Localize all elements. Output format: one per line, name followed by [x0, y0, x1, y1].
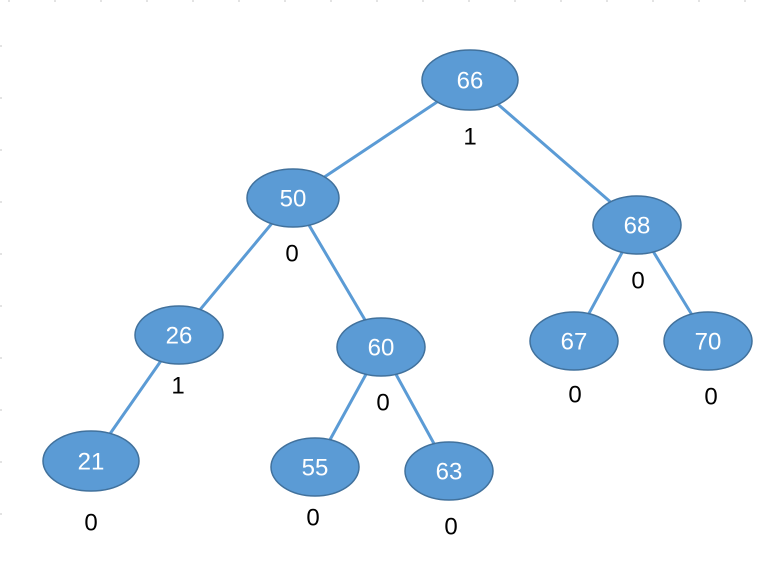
edge-66-50	[323, 100, 439, 179]
top-edge-mark	[192, 0, 194, 2]
top-edge-mark	[514, 0, 516, 2]
edge-60-55	[328, 373, 368, 441]
left-edge-mark	[0, 45, 2, 47]
left-edge-mark	[0, 461, 2, 463]
edge-68-67	[587, 251, 624, 315]
top-edge-mark	[652, 0, 654, 2]
balance-factors: 1 0 0 1 0 0 0 0 0 0	[84, 124, 717, 541]
edge-50-26	[199, 222, 273, 311]
balance-factor-67: 0	[568, 382, 581, 409]
balance-factor-55: 0	[306, 505, 319, 532]
tree-node-70: 70	[663, 311, 753, 371]
tree-node-67: 67	[529, 311, 619, 371]
edge-60-63	[394, 373, 436, 445]
tree-node-63: 63	[404, 441, 494, 501]
page-edge-marks	[0, 0, 746, 515]
balance-factor-60: 0	[376, 390, 389, 417]
node-key-label: 67	[561, 329, 588, 356]
node-ellipse	[421, 49, 519, 111]
node-key-label: 55	[302, 455, 329, 482]
top-edge-mark	[284, 0, 286, 2]
edge-66-68	[497, 103, 612, 204]
node-key-label: 50	[280, 186, 307, 213]
left-edge-mark	[0, 253, 2, 255]
balance-factor-68: 0	[631, 268, 644, 295]
node-key-label: 21	[78, 449, 105, 476]
node-ellipse	[246, 168, 340, 228]
left-edge-mark	[0, 513, 2, 515]
edge-26-21	[108, 360, 162, 435]
node-key-label: 26	[166, 323, 193, 350]
top-edge-mark	[8, 0, 10, 2]
tree-node-21: 21	[42, 430, 140, 492]
node-ellipse	[336, 317, 426, 377]
node-key-label: 68	[624, 213, 651, 240]
left-edge-mark	[0, 357, 2, 359]
balance-factor-70: 0	[704, 384, 717, 411]
balance-factor-21: 0	[84, 510, 97, 537]
top-edge-mark	[376, 0, 378, 2]
edge-50-60	[307, 224, 367, 321]
tree-node-60: 60	[336, 317, 426, 377]
tree-node-55: 55	[270, 437, 360, 497]
balance-factor-26: 1	[171, 373, 184, 400]
balance-factor-66: 1	[463, 124, 476, 151]
top-edge-mark	[422, 0, 424, 2]
tree-nodes: 66 50 68 26 60 67 70 21 55 63	[42, 49, 753, 501]
node-key-label: 63	[436, 459, 463, 486]
node-ellipse	[134, 305, 224, 365]
left-edge-mark	[0, 201, 2, 203]
top-edge-mark	[330, 0, 332, 2]
top-edge-mark	[146, 0, 148, 2]
tree-node-66: 66	[421, 49, 519, 111]
node-key-label: 70	[695, 329, 722, 356]
left-edge-mark	[0, 97, 2, 99]
node-key-label: 66	[457, 68, 484, 95]
top-edge-mark	[698, 0, 700, 2]
left-edge-mark	[0, 149, 2, 151]
top-edge-mark	[468, 0, 470, 2]
top-edge-mark	[100, 0, 102, 2]
tree-node-50: 50	[246, 168, 340, 228]
node-ellipse	[529, 311, 619, 371]
node-ellipse	[663, 311, 753, 371]
node-ellipse	[404, 441, 494, 501]
edge-68-70	[652, 251, 693, 315]
node-ellipse	[270, 437, 360, 497]
node-key-label: 60	[368, 335, 395, 362]
balance-factor-50: 0	[285, 241, 298, 268]
top-edge-mark	[54, 0, 56, 2]
node-ellipse	[592, 195, 682, 255]
top-edge-mark	[744, 0, 746, 2]
tree-node-68: 68	[592, 195, 682, 255]
top-edge-mark	[238, 0, 240, 2]
left-edge-mark	[0, 305, 2, 307]
tree-node-26: 26	[134, 305, 224, 365]
top-edge-mark	[560, 0, 562, 2]
node-ellipse	[42, 430, 140, 492]
top-edge-mark	[606, 0, 608, 2]
left-edge-mark	[0, 409, 2, 411]
balance-factor-63: 0	[444, 514, 457, 541]
tree-edges	[108, 100, 693, 445]
